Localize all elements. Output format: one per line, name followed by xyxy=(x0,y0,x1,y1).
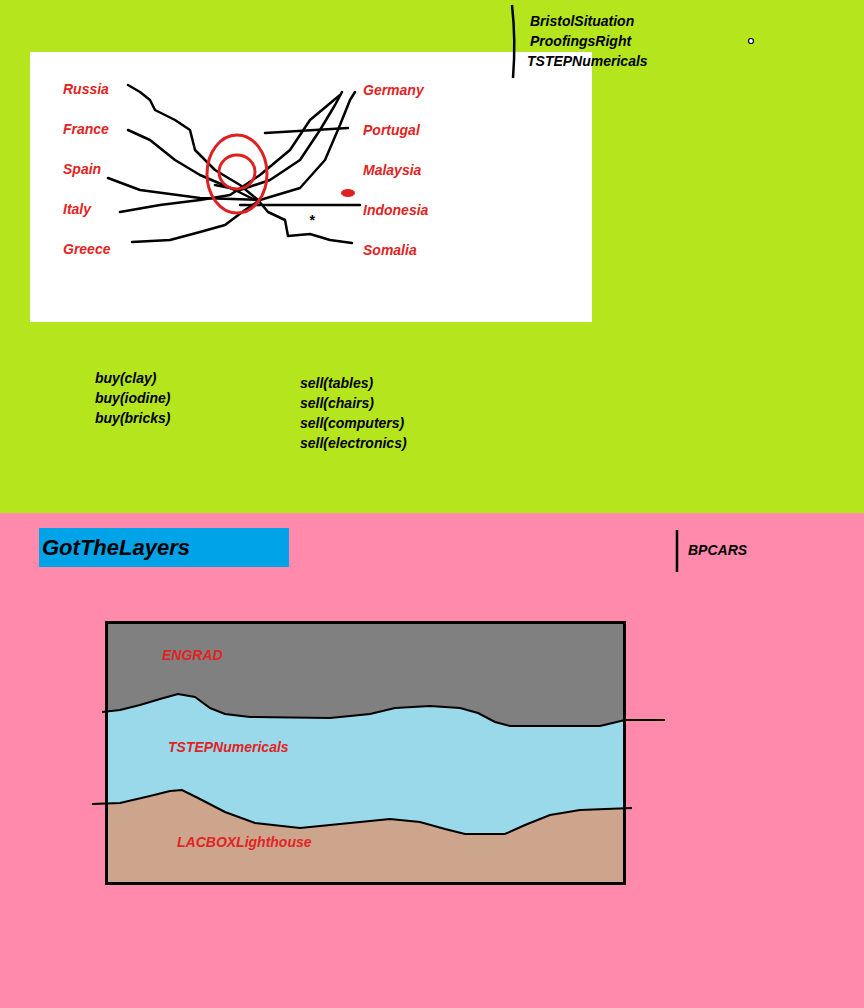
layer-name: LACBOXLighthouse xyxy=(177,833,312,851)
country-name: Greece xyxy=(63,240,110,258)
layer-name: ENGRAD xyxy=(162,646,223,664)
band-shape xyxy=(108,790,623,882)
country-name: Portugal xyxy=(363,121,420,139)
map-panel: RussiaFranceSpainItalyGreece GermanyPortu… xyxy=(30,52,592,322)
country-name: Indonesia xyxy=(363,201,428,219)
buy-action: buy(bricks) xyxy=(95,409,170,427)
country-name: Spain xyxy=(63,160,101,178)
marker-text: * xyxy=(309,211,314,229)
note-text: ProofingsRight xyxy=(530,32,631,50)
title-box: GotTheLayers xyxy=(39,528,289,567)
small-marker xyxy=(749,39,754,44)
country-name: France xyxy=(63,120,109,138)
bracket-line xyxy=(676,530,679,572)
note-text: BPCARS xyxy=(688,541,747,559)
country-name: Italy xyxy=(63,200,91,218)
buy-action: buy(clay) xyxy=(95,369,156,387)
title-text: GotTheLayers xyxy=(42,533,190,562)
country-name: Russia xyxy=(63,80,109,98)
country-name: Germany xyxy=(363,81,424,99)
layer-name: TSTEPNumericals xyxy=(168,738,289,756)
note-text: BristolSituation xyxy=(530,12,634,30)
country-name: Malaysia xyxy=(363,161,421,179)
sell-action: sell(computers) xyxy=(300,414,404,432)
sell-action: sell(chairs) xyxy=(300,394,374,412)
sell-action: sell(tables) xyxy=(300,374,373,392)
layer-band: LACBOXLighthouse xyxy=(108,788,623,882)
sell-action: sell(electronics) xyxy=(300,434,407,452)
note-text: TSTEPNumericals xyxy=(527,52,648,70)
country-name: Somalia xyxy=(363,241,417,259)
buy-action: buy(iodine) xyxy=(95,389,170,407)
